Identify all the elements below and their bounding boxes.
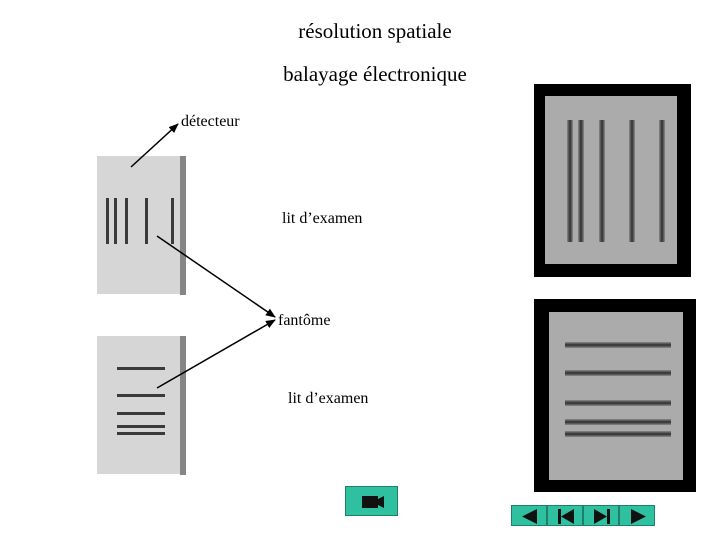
arrow-to-detector [130, 123, 179, 168]
scan-image-horizontal [534, 299, 696, 492]
image-bar [565, 370, 671, 376]
detector-label: détecteur [181, 113, 240, 130]
phantom-label: fantôme [278, 312, 331, 329]
image-bar [567, 120, 573, 242]
first-slide-button[interactable] [547, 505, 583, 526]
image-bar [578, 120, 584, 242]
phantom-line [117, 432, 165, 435]
arrow-to-phantom-from-top [156, 235, 276, 318]
image-bar [565, 400, 671, 406]
camera-icon [362, 496, 384, 508]
exam-bed-label-bottom: lit d’examen [288, 390, 369, 407]
phantom-line [114, 198, 117, 244]
arrow-to-phantom-from-bottom [156, 319, 276, 389]
phantom-line [117, 394, 165, 397]
exam-bed-label-top: lit d’examen [282, 210, 363, 227]
scan-image-area [549, 312, 683, 480]
image-bar [565, 419, 671, 425]
scan-image-vertical [534, 84, 691, 277]
image-bar [565, 431, 671, 437]
phantom-line [117, 412, 165, 415]
phantom-vertical-lines [97, 156, 180, 294]
next-triangle-icon [631, 509, 646, 524]
image-bar [659, 120, 665, 242]
phantom-line [117, 425, 165, 428]
image-bar [599, 120, 605, 242]
phantom-line [125, 198, 128, 244]
scan-image-area [545, 96, 677, 264]
phantom-horizontal-lines [97, 336, 180, 474]
page-title: résolution spatiale [298, 19, 452, 43]
phantom-line [106, 198, 109, 244]
phantom-line [117, 367, 165, 370]
first-slide-icon [558, 509, 574, 524]
last-slide-icon [594, 509, 610, 524]
last-slide-button[interactable] [583, 505, 619, 526]
camera-button[interactable] [345, 486, 398, 516]
next-button[interactable] [619, 505, 655, 526]
exam-bed-bottom [180, 336, 186, 475]
image-bar [565, 342, 671, 348]
phantom-line [171, 198, 174, 244]
image-bar [629, 120, 635, 242]
previous-button[interactable] [511, 505, 547, 526]
page-subtitle: balayage électronique [283, 62, 467, 86]
previous-triangle-icon [522, 509, 537, 524]
phantom-line [145, 198, 148, 244]
exam-bed-top [180, 156, 186, 295]
